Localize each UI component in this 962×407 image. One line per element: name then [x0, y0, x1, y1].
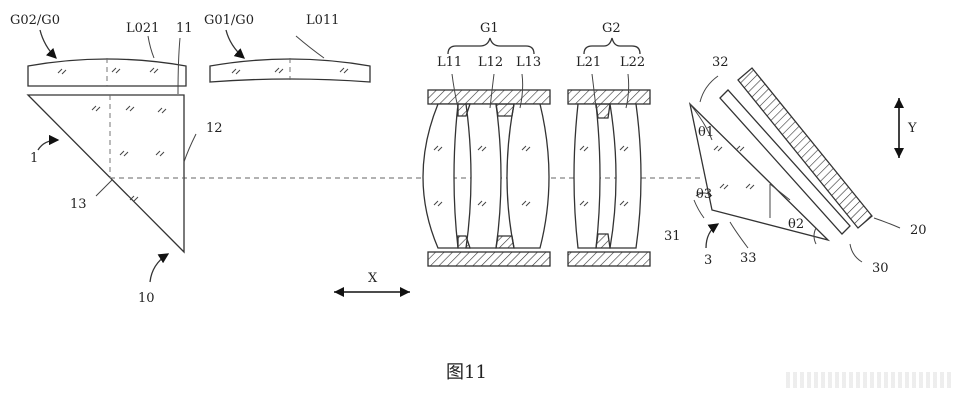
- label-l021: L021: [126, 21, 159, 36]
- figure-caption: 图11: [446, 362, 487, 383]
- brace-g2: [583, 37, 641, 55]
- brace-g1: [447, 37, 535, 55]
- label-3: 3: [704, 253, 712, 268]
- label-theta1: θ1: [698, 125, 714, 140]
- label-l011: L011: [306, 13, 339, 28]
- filter-30: [719, 89, 851, 235]
- label-13: 13: [70, 197, 87, 212]
- prism-3: [688, 102, 831, 245]
- label-l11: L11: [437, 55, 462, 70]
- lens-group-g1: [422, 89, 551, 267]
- label-theta3: θ3: [696, 187, 712, 202]
- label-11: 11: [176, 21, 193, 36]
- lens-l011: [209, 58, 371, 83]
- label-33: 33: [740, 251, 757, 266]
- label-axis-x: X: [368, 271, 378, 286]
- lens-group-g2: [567, 89, 651, 267]
- label-31: 31: [664, 229, 681, 244]
- arrow-g01: [225, 29, 245, 59]
- arrow-10: [149, 253, 170, 283]
- leader-lines: [95, 35, 901, 263]
- arrow-g02: [39, 29, 57, 59]
- arrow-1: [37, 134, 60, 151]
- label-l12: L12: [478, 55, 503, 70]
- lens-l021: [27, 58, 187, 87]
- arrow-3: [705, 223, 720, 249]
- label-g01-g0: G01/G0: [204, 13, 254, 28]
- sensor-20: [737, 67, 873, 229]
- label-g1: G1: [480, 21, 499, 36]
- label-l21: L21: [576, 55, 601, 70]
- prism-1: [26, 94, 185, 254]
- label-32: 32: [712, 55, 729, 70]
- label-30: 30: [872, 261, 889, 276]
- label-20: 20: [910, 223, 927, 238]
- label-l22: L22: [620, 55, 645, 70]
- label-theta2: θ2: [788, 217, 804, 232]
- label-10: 10: [138, 291, 155, 306]
- label-l13: L13: [516, 55, 541, 70]
- watermark: [786, 372, 952, 388]
- label-g02-g0: G02/G0: [10, 13, 60, 28]
- label-12: 12: [206, 121, 223, 136]
- label-axis-y: Y: [907, 121, 917, 136]
- label-1: 1: [30, 151, 38, 166]
- label-g2: G2: [602, 21, 621, 36]
